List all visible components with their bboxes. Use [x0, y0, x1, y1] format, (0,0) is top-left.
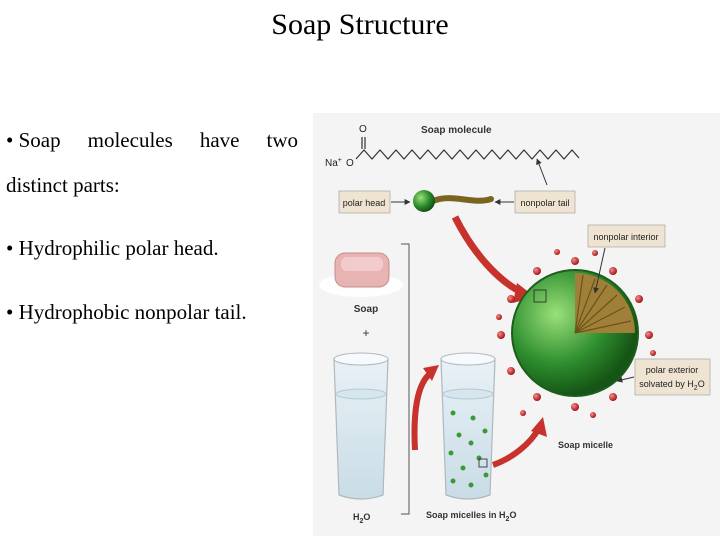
soap-label: Soap: [354, 304, 378, 315]
soap-micelle-label: Soap micelle: [558, 440, 613, 450]
bullet-word: have: [199, 128, 240, 152]
tail-formula-arrow: [536, 158, 548, 186]
plus-sign: +: [362, 326, 369, 340]
soap-molecule-label: Soap molecule: [421, 125, 492, 136]
polar-head-label: polar head: [343, 198, 386, 208]
soap-micelle-figure: Soap molecule O Na+ O polar head nonpola…: [313, 113, 720, 536]
carboxylate-oxygen-label: O: [346, 158, 354, 169]
nonpolar-interior-label: nonpolar interior: [593, 232, 658, 242]
water-glass: [333, 352, 389, 500]
nonpolar-tail-label: nonpolar tail: [520, 198, 569, 208]
nonpolar-interior-label-box: [587, 224, 666, 248]
micelle-glass: [440, 352, 496, 500]
polar-exterior-label: polar exterior: [646, 365, 699, 375]
polar-head-label-box: [338, 190, 391, 214]
bullet-word: two: [266, 128, 299, 152]
assembly-arrow: [451, 215, 525, 297]
exterior-arrow: [616, 376, 635, 383]
bullet-soap-molecules: • Soap molecules have two: [6, 128, 298, 153]
mixing-bracket: [401, 243, 410, 515]
soap-bar: [319, 252, 403, 297]
solvated-label: solvated by H2O: [639, 379, 704, 392]
figure-svg: Soap molecule O Na+ O polar head nonpola…: [319, 124, 711, 525]
micelles-in-water-label: Soap micelles in H2O: [426, 510, 516, 523]
bullet-word: • Soap: [6, 128, 61, 152]
polar-exterior-label-box: [634, 358, 711, 396]
dissolve-arrow: [411, 370, 433, 451]
soap-molecule-model: [413, 190, 494, 212]
bullet-hydrophobic: • Hydrophobic nonpolar tail.: [6, 299, 247, 324]
h2o-label: H2O: [353, 512, 370, 525]
slide-title: Soap Structure: [271, 8, 449, 41]
sodium-ion-label: Na+: [325, 157, 342, 169]
bullet-continuation: distinct parts:: [6, 173, 120, 198]
bullet-word: molecules: [87, 128, 173, 152]
bullet-hydrophilic: • Hydrophilic polar head.: [6, 236, 219, 261]
zoom-arrow: [491, 426, 542, 468]
soap-micelle: [496, 249, 656, 418]
interior-arrow: [593, 247, 606, 294]
bullet-list: • Soap molecules have two distinct parts…: [6, 120, 306, 325]
hydrocarbon-chain-formula: [355, 137, 580, 160]
nonpolar-tail-label-box: [514, 190, 576, 214]
carbonyl-oxygen-label: O: [359, 124, 367, 135]
